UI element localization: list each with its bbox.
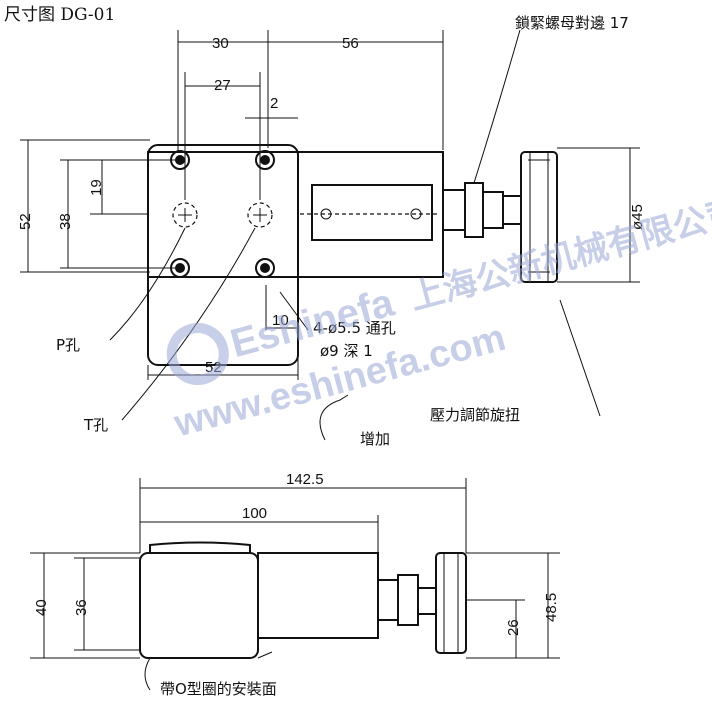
- dim-48-5: 48.5: [543, 593, 560, 622]
- dim-19: 19: [88, 179, 105, 196]
- increase-label: 增加: [360, 430, 390, 448]
- p-port-label: P孔: [56, 336, 80, 354]
- p-port: [172, 202, 198, 228]
- side-lock-nut: [377, 574, 437, 626]
- dim-30: 30: [212, 35, 229, 52]
- lock-nut: [442, 182, 522, 238]
- side-body: [139, 541, 379, 659]
- side-knob: [435, 552, 467, 654]
- dim-26: 26: [505, 619, 522, 636]
- mount-face-leader: [144, 657, 151, 691]
- p-port-leader: [109, 227, 186, 341]
- dim-52-height: 52: [17, 213, 34, 230]
- dim-40: 40: [33, 599, 50, 616]
- pressure-knob: [520, 151, 558, 283]
- dim-27: 27: [214, 77, 231, 94]
- dim-10: 10: [272, 312, 289, 329]
- body-slot: [311, 184, 433, 241]
- mount-face-label: 帶O型圈的安裝面: [160, 680, 277, 698]
- knob-leader: [559, 299, 601, 417]
- dim-d45: ø45: [629, 204, 646, 230]
- holes-leader: [279, 291, 309, 331]
- t-port: [247, 202, 273, 228]
- holes-label: 4-ø5.5 通孔: [313, 319, 396, 337]
- watermark-company: 上海公新机械有限公司: [406, 193, 712, 318]
- rotation-arrow: [319, 394, 349, 441]
- dim-2: 2: [270, 95, 278, 112]
- counterbore-label: ø9 深 1: [320, 342, 373, 360]
- knob-label: 壓力調節旋扭: [430, 406, 520, 424]
- ports: [172, 202, 273, 228]
- dim-56: 56: [342, 35, 359, 52]
- dim-36: 36: [73, 599, 90, 616]
- dim-38: 38: [57, 213, 74, 230]
- t-port-label: T孔: [83, 416, 108, 434]
- mounting-holes: [170, 150, 275, 278]
- watermark-logo-icon: [166, 323, 229, 386]
- dim-142-5: 142.5: [286, 471, 324, 488]
- lock-nut-label: 鎖緊螺母對邊 17: [515, 14, 629, 32]
- lock-nut-leader: [473, 29, 521, 184]
- dim-100: 100: [242, 505, 267, 522]
- drawing-title: 尺寸图 DG-01: [4, 5, 115, 25]
